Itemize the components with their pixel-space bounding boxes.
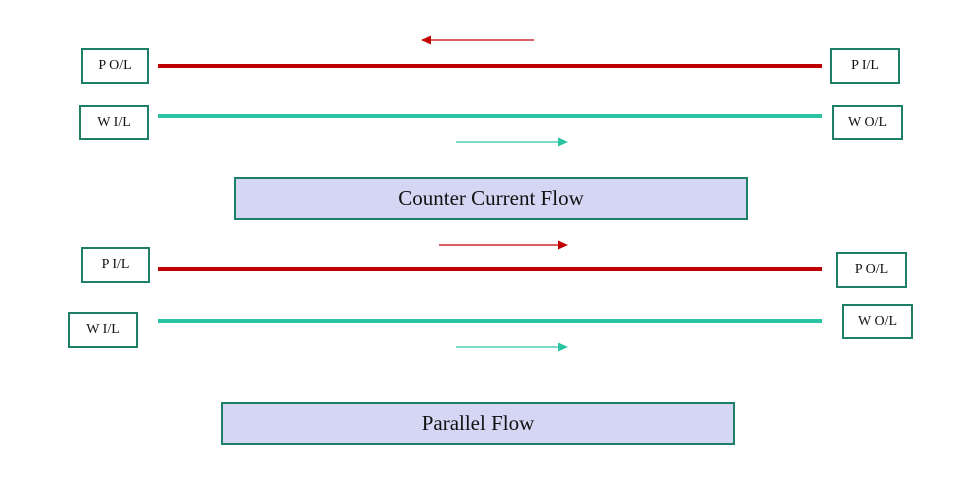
pf-product-outlet-label: P O/L — [836, 252, 907, 288]
pf-water-outlet-label: W O/L — [842, 304, 913, 339]
cc-product-line — [158, 64, 822, 68]
cc-product-outlet-label: P O/L — [81, 48, 149, 84]
cc-water-flow-arrow-right — [456, 137, 568, 147]
parallel-flow-title: Parallel Flow — [221, 402, 735, 445]
pf-product-inlet-label: P I/L — [81, 247, 150, 283]
cc-water-inlet-label: W I/L — [79, 105, 149, 140]
counter-current-flow-title: Counter Current Flow — [234, 177, 748, 220]
cc-product-inlet-label: P I/L — [830, 48, 900, 84]
pf-water-flow-arrow-right — [456, 342, 568, 352]
cc-product-flow-arrow-left — [421, 35, 534, 45]
cc-water-outlet-label: W O/L — [832, 105, 903, 140]
pf-water-inlet-label: W I/L — [68, 312, 138, 348]
pf-product-flow-arrow-right — [439, 240, 568, 250]
pf-water-line — [158, 319, 822, 323]
pf-product-line — [158, 267, 822, 271]
cc-water-line — [158, 114, 822, 118]
